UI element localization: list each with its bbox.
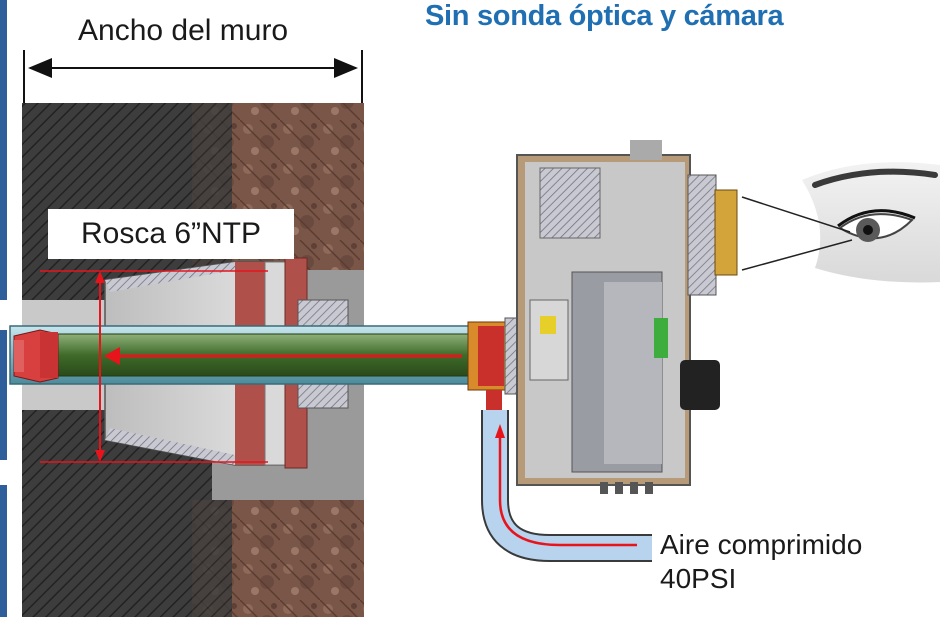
sight-line-bottom [741,239,853,271]
wall-width-dimension [23,50,363,103]
airflow-arrow [104,347,462,365]
air-label-line-1: Aire comprimido [660,529,863,560]
thread-dimension [40,270,268,463]
thread-label: Rosca 6”NTP [48,209,294,259]
air-hose [481,410,652,562]
diagram-title: Sin sonda óptica y cámara [425,0,784,32]
wall-width-label: Ancho del muro [78,14,289,47]
housing-flange [467,317,524,410]
eye-illustration [802,162,940,283]
left-side-bars [0,0,7,617]
camera-housing [516,140,738,494]
air-label-line-2: 40PSI [660,563,737,594]
air-supply-label: Aire comprimido 40PSI [660,528,862,596]
sight-line-top [741,196,851,233]
